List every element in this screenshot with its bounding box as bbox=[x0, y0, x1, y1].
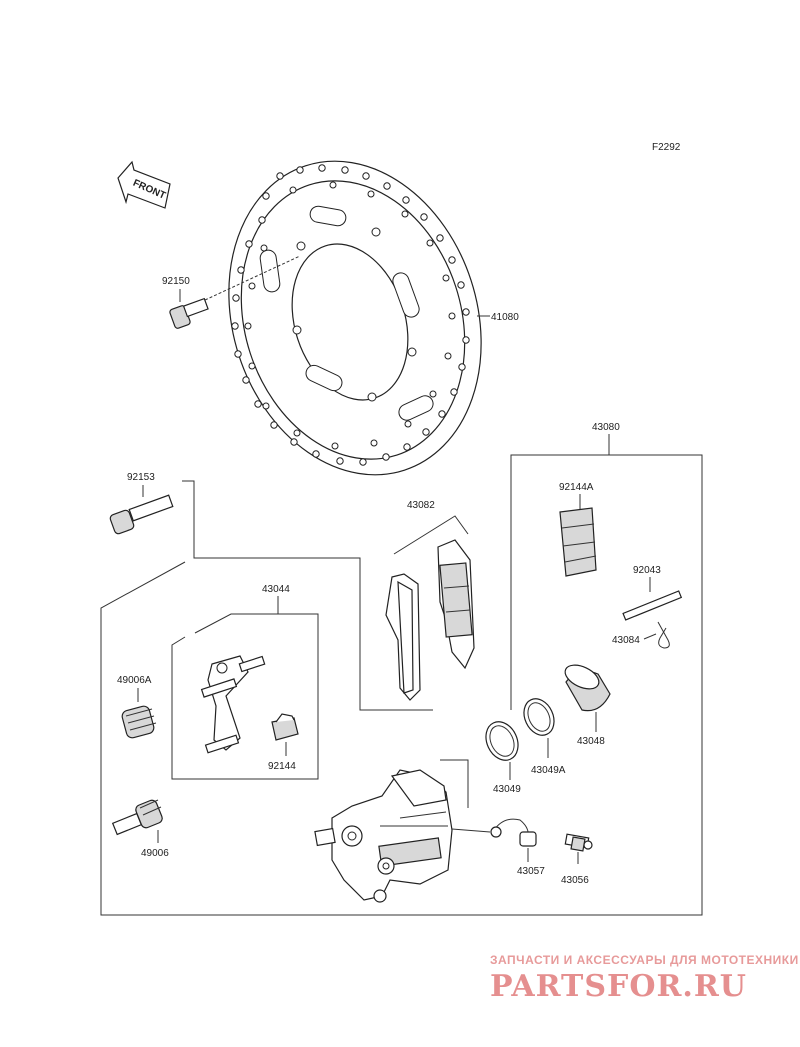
label-92153: 92153 bbox=[127, 472, 155, 483]
label-43056: 43056 bbox=[561, 875, 589, 886]
label-92144: 92144 bbox=[268, 761, 296, 772]
label-49006: 49006 bbox=[141, 848, 169, 859]
clip-43084 bbox=[657, 621, 670, 649]
label-43084: 43084 bbox=[612, 635, 640, 646]
label-43080: 43080 bbox=[592, 422, 620, 433]
label-43057: 43057 bbox=[517, 866, 545, 877]
brake-pads-43082 bbox=[385, 539, 475, 701]
piston-43048 bbox=[564, 664, 611, 712]
boot-92144 bbox=[271, 713, 299, 741]
bleeder-valve-43056 bbox=[564, 833, 593, 852]
label-43048: 43048 bbox=[577, 736, 605, 747]
watermark-brand: PARTSFOR.RU bbox=[490, 969, 747, 1004]
label-43082: 43082 bbox=[407, 500, 435, 511]
brake-disc-41080 bbox=[228, 160, 482, 476]
boot-49006A bbox=[121, 705, 157, 739]
seal-43049A bbox=[523, 698, 555, 736]
label-92043: 92043 bbox=[633, 565, 661, 576]
front-arrow-icon: FRONT bbox=[117, 160, 171, 209]
boot-pin-49006 bbox=[111, 799, 163, 836]
label-43044: 43044 bbox=[262, 584, 290, 595]
bleeder-cap-43057 bbox=[490, 818, 537, 847]
label-92150: 92150 bbox=[162, 276, 190, 287]
label-43049: 43049 bbox=[493, 784, 521, 795]
caliper-holder-43044 bbox=[200, 655, 266, 754]
pad-spring-92144A bbox=[559, 507, 597, 577]
bolt-92150 bbox=[169, 297, 209, 329]
label-49006A: 49006A bbox=[117, 675, 152, 686]
caliper-body bbox=[314, 769, 453, 903]
seal-43049 bbox=[485, 721, 519, 761]
label-41080: 41080 bbox=[491, 312, 519, 323]
diagram-code: F2292 bbox=[652, 142, 681, 153]
label-43049A: 43049A bbox=[531, 765, 566, 776]
label-92144A: 92144A bbox=[559, 482, 594, 493]
watermark-tagline: ЗАПЧАСТИ И АКСЕССУАРЫ ДЛЯ МОТОТЕХНИКИ bbox=[490, 953, 799, 967]
disc-drill-holes bbox=[231, 164, 470, 466]
bolt-92153 bbox=[109, 494, 174, 535]
pin-92043 bbox=[622, 590, 683, 621]
